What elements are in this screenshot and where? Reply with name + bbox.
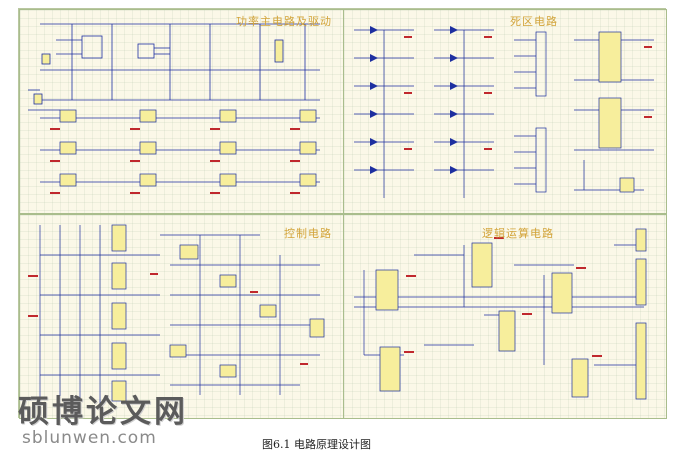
dead-zone-drawing [354, 26, 654, 198]
logic-circuit-drawing [354, 228, 647, 400]
power-circuit-panel: 功率主电路及驱动 [19, 9, 344, 214]
figure-caption: 图6.1 电路原理设计图 [262, 438, 371, 451]
power-circuit-title: 功率主电路及驱动 [236, 15, 332, 28]
logic-circuit-panel: 逻辑运算电路 [343, 214, 667, 419]
schematic-sheet: 功率主电路及驱动 [18, 8, 667, 419]
logic-circuit-title: 逻辑运算电路 [482, 227, 554, 240]
control-circuit-drawing [28, 224, 325, 405]
dead-zone-circuit-title: 死区电路 [510, 15, 558, 28]
watermark-logo: 硕博论文网 [18, 394, 188, 430]
control-circuit-title: 控制电路 [284, 227, 332, 240]
watermark-url: sblunwen.com [22, 428, 157, 448]
dead-zone-circuit-panel: 死区电路 [343, 9, 667, 214]
power-circuit-drawing [28, 23, 320, 194]
control-circuit-panel: 控制电路 [19, 214, 344, 419]
